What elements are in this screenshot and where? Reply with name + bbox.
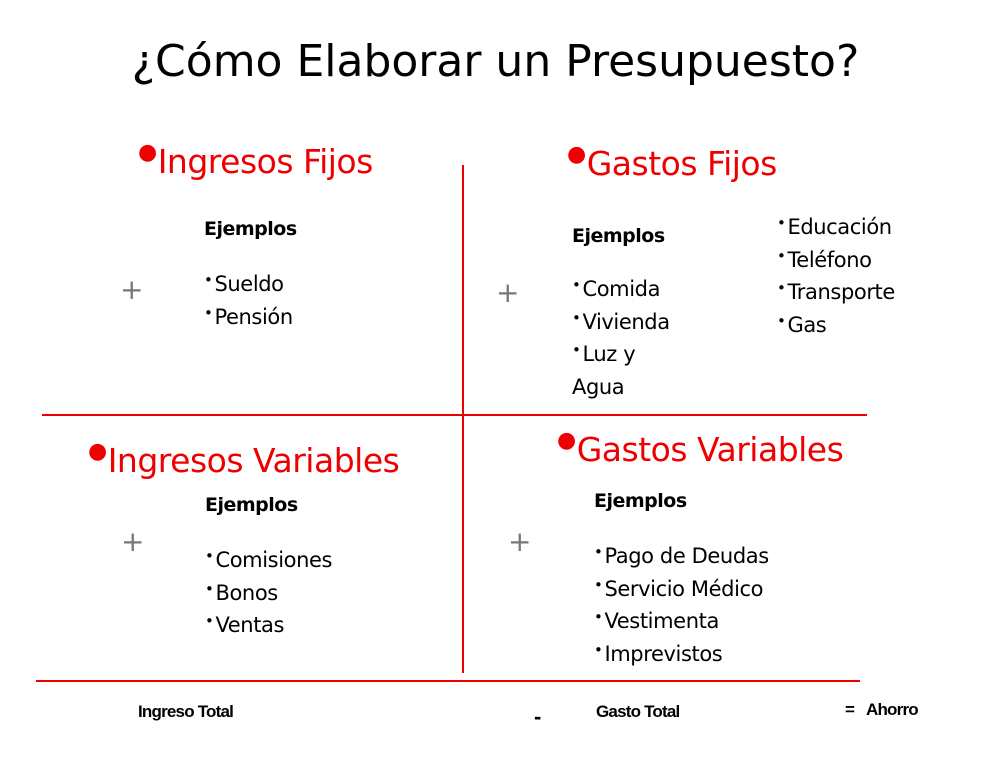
plus-icon: + xyxy=(496,276,520,309)
list-item: Ventas xyxy=(205,609,332,642)
heading-gastos-variables: ●Gastos Variables xyxy=(557,428,844,469)
list-item: Gas xyxy=(777,309,895,342)
equals-sign: = xyxy=(845,700,855,719)
gasto-total-label: Gasto Total xyxy=(596,702,680,721)
list-item: Vivienda xyxy=(572,306,672,339)
vertical-divider xyxy=(462,165,464,673)
list-ingresos-fijos: Sueldo Pensión xyxy=(204,268,293,333)
list-item: Transporte xyxy=(777,276,895,309)
plus-icon: + xyxy=(120,273,144,306)
list-gastos-variables: Pago de Deudas Servicio Médico Vestiment… xyxy=(594,540,769,670)
heading-gastos-fijos: ●Gastos Fijos xyxy=(567,142,777,183)
list-item: Sueldo xyxy=(204,268,293,301)
examples-label: Ejemplos xyxy=(205,494,298,516)
list-item: Vestimenta xyxy=(594,605,769,638)
page-title: ¿Cómo Elaborar un Presupuesto? xyxy=(131,36,860,87)
heading-ingresos-variables: ●Ingresos Variables xyxy=(88,439,400,480)
list-ingresos-variables: Comisiones Bonos Ventas xyxy=(205,544,332,642)
list-item: Pensión xyxy=(204,301,293,334)
plus-icon: + xyxy=(508,525,532,558)
horizontal-divider xyxy=(42,414,867,416)
ingreso-total-label: Ingreso Total xyxy=(138,702,234,721)
list-item: Imprevistos xyxy=(594,638,769,671)
list-item: Teléfono xyxy=(777,244,895,277)
list-item: Comisiones xyxy=(205,544,332,577)
list-item: Comida xyxy=(572,273,672,306)
heading-ingresos-fijos: ●Ingresos Fijos xyxy=(138,140,373,181)
list-item: Servicio Médico xyxy=(594,573,769,606)
list-item: Educación xyxy=(777,211,895,244)
minus-sign: - xyxy=(534,704,541,729)
list-gastos-fijos: Comida Vivienda Luz y Agua xyxy=(572,273,672,403)
footer-divider xyxy=(36,680,860,682)
list-item: Pago de Deudas xyxy=(594,540,769,573)
ahorro-label: Ahorro xyxy=(866,700,919,719)
list-gastos-fijos-2: Educación Teléfono Transporte Gas xyxy=(777,211,895,341)
examples-label: Ejemplos xyxy=(572,225,665,247)
list-item: Bonos xyxy=(205,577,332,610)
plus-icon: + xyxy=(121,525,145,558)
examples-label: Ejemplos xyxy=(594,490,687,512)
examples-label: Ejemplos xyxy=(204,218,297,240)
list-item: Luz y Agua xyxy=(572,338,672,403)
